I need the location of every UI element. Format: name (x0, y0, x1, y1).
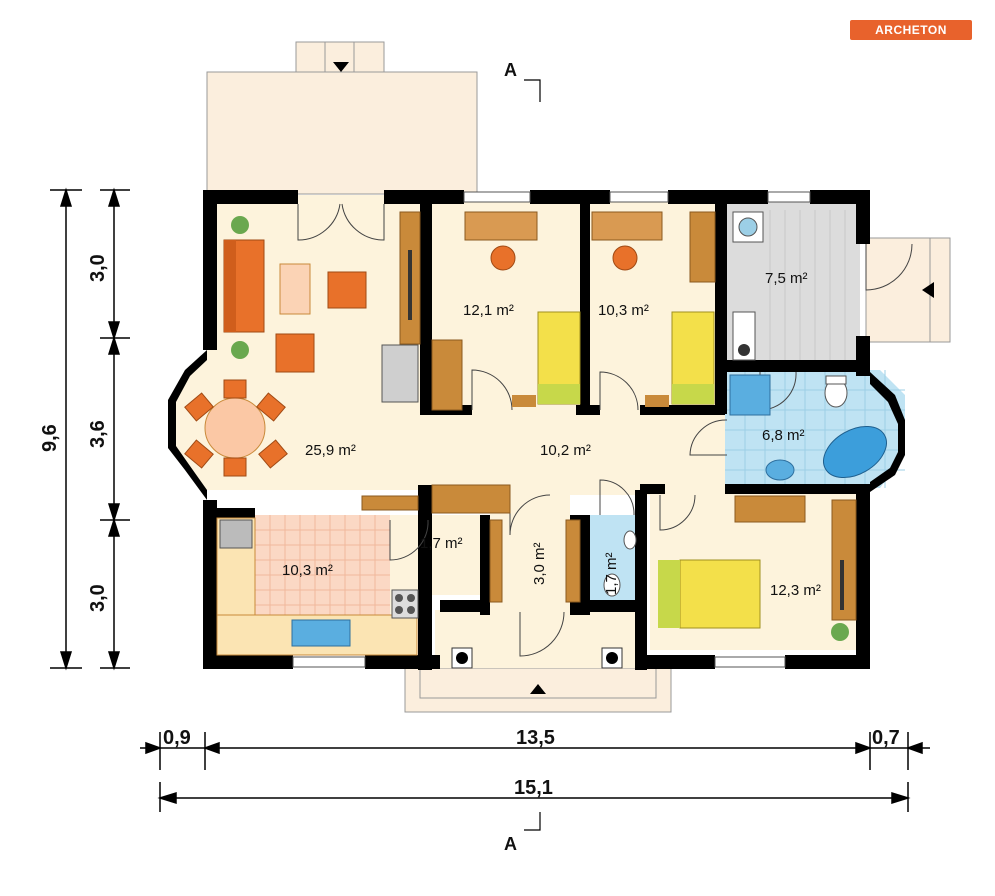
entry-arrow-right (922, 282, 934, 298)
entry-arrow-bottom (530, 684, 546, 694)
room-area-living: 25,9 m² (305, 442, 356, 459)
bath-main-fixtures (729, 374, 887, 481)
sink-icon (765, 459, 795, 481)
room-area-bath-upper: 7,5 m² (765, 270, 808, 287)
bedroom2-furniture (591, 211, 716, 407)
desk-chair-icon (612, 245, 638, 271)
floor-hall (420, 405, 725, 495)
shower-icon (729, 374, 771, 416)
armchair-1 (327, 271, 367, 309)
room-area-bath-main: 6,8 m² (762, 427, 805, 444)
bay-window-living (168, 350, 207, 500)
floor-kitchen-tiles (255, 515, 390, 615)
dining-table (204, 397, 266, 459)
room-area-hall: 10,2 m² (540, 442, 591, 459)
vestibule-wardrobe-right (565, 519, 581, 603)
wardrobe (431, 339, 463, 411)
dimension-left-bottom: 3,0 (87, 584, 109, 612)
kitchen-fixtures (216, 517, 419, 656)
bathtub-icon (823, 425, 887, 479)
desk (591, 211, 663, 241)
wardrobe (689, 211, 716, 283)
hall-shelf (361, 495, 419, 511)
plant-icon (231, 216, 249, 359)
fridge-icon (219, 519, 253, 549)
bay-window-bath (870, 372, 905, 492)
brand-logo-text: ARCHETON (875, 23, 947, 37)
fireplace (381, 344, 419, 403)
dimension-left-mid: 3,6 (87, 420, 109, 448)
room-area-bedroom2: 10,3 m² (598, 302, 649, 319)
dimension-lines-left (50, 187, 130, 671)
wc-sink-icon (623, 530, 637, 550)
dimension-left-top: 3,0 (87, 254, 109, 282)
room-area-bedroom1: 12,1 m² (463, 302, 514, 319)
section-label-bottom: A (504, 834, 517, 854)
terrace-top (206, 71, 478, 195)
wc-toilet-icon (603, 573, 621, 597)
armchair-2 (275, 333, 315, 373)
entry-arrow-top (333, 62, 349, 72)
section-marker-top: A (504, 60, 541, 102)
plant-icon (831, 623, 849, 641)
desk (464, 211, 538, 241)
room-area-kitchen: 10,3 m² (282, 562, 333, 579)
section-marker-bottom: A (504, 812, 541, 854)
room-area-bedroom3: 12,3 m² (770, 582, 821, 599)
dimension-bottom-left: 0,9 (163, 727, 191, 749)
room-area-vestibule: 3,0 m² (531, 542, 548, 585)
room-area-pantry: 1,7 m² (420, 535, 463, 552)
desk-chair-icon (490, 245, 516, 271)
dimension-lines-bottom (140, 732, 930, 812)
brand-logo: ARCHETON (850, 20, 972, 40)
vestibule-wardrobe-left (489, 519, 503, 603)
living-furniture (184, 211, 421, 477)
side-porch-right (865, 237, 951, 343)
bedroom3-furniture (658, 495, 857, 641)
dimension-bottom-right: 0,7 (872, 727, 900, 749)
bed (679, 559, 761, 629)
dimension-bottom-mid: 13,5 (516, 727, 555, 749)
coffee-table (279, 263, 311, 315)
sink-icon (291, 619, 351, 647)
room-area-wc: 1,7 m² (603, 552, 620, 595)
bath-upper-fixtures (732, 211, 764, 361)
dimension-bottom-total: 15,1 (514, 777, 553, 799)
hall-cabinet (431, 484, 511, 514)
dresser (734, 495, 806, 523)
stove-icon (391, 589, 419, 619)
dimension-left-total: 9,6 (39, 424, 61, 452)
floor-pantry (390, 515, 480, 595)
entry-lamp-icon (451, 647, 623, 669)
bedroom1-furniture (431, 211, 581, 411)
section-label-top: A (504, 60, 517, 80)
